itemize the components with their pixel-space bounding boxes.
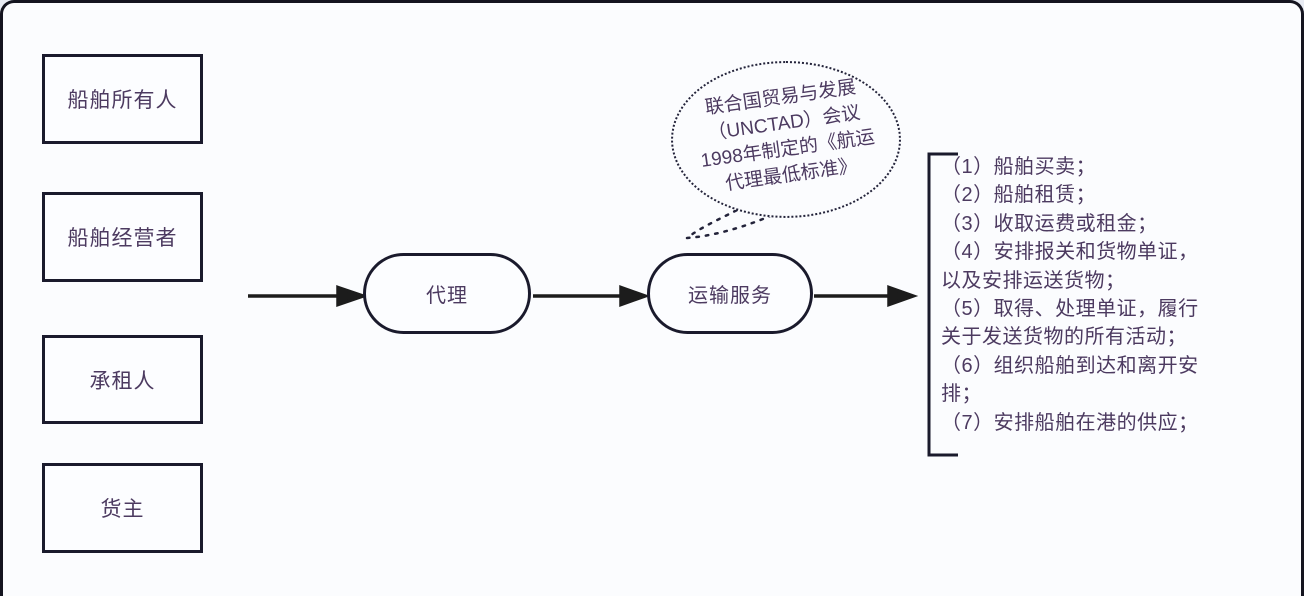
actor-label: 承租人 — [89, 369, 156, 393]
service-line: （4）安排报关和货物单证， — [941, 241, 1199, 264]
service-line: 排； — [941, 383, 982, 406]
service-line: 以及安排运送货物； — [941, 269, 1126, 292]
actor-box-charterer: 承租人 — [42, 335, 203, 424]
actor-box-cargo-owner: 货主 — [42, 463, 203, 553]
node-label: 代理 — [426, 285, 468, 307]
service-line: （3）收取运费或租金； — [941, 212, 1158, 235]
service-line: （1）船舶买卖； — [941, 156, 1097, 178]
actor-box-ship-operator: 船舶经营者 — [42, 192, 203, 282]
annotation-bubble — [671, 61, 901, 218]
service-line: （5）取得、处理单证，履行 — [941, 298, 1199, 321]
service-line: （6）组织船舶到达和离开安 — [941, 354, 1199, 377]
node-agency: 代理 — [363, 253, 531, 334]
service-line: 关于发送货物的所有活动； — [941, 326, 1187, 349]
actor-box-ship-owner: 船舶所有人 — [42, 54, 203, 144]
actor-label: 船舶所有人 — [67, 89, 178, 112]
service-line: （2）船舶租赁； — [941, 184, 1097, 207]
services-list: （1）船舶买卖； （2）船舶租赁； （3）收取运费或租金； （4）安排报关和货物… — [941, 153, 1286, 437]
node-label: 运输服务 — [688, 285, 772, 307]
actor-label: 货主 — [100, 498, 145, 521]
service-line: （7）安排船舶在港的供应； — [941, 411, 1199, 434]
node-transport-service: 运输服务 — [647, 253, 813, 334]
actor-label: 船舶经营者 — [67, 227, 178, 250]
